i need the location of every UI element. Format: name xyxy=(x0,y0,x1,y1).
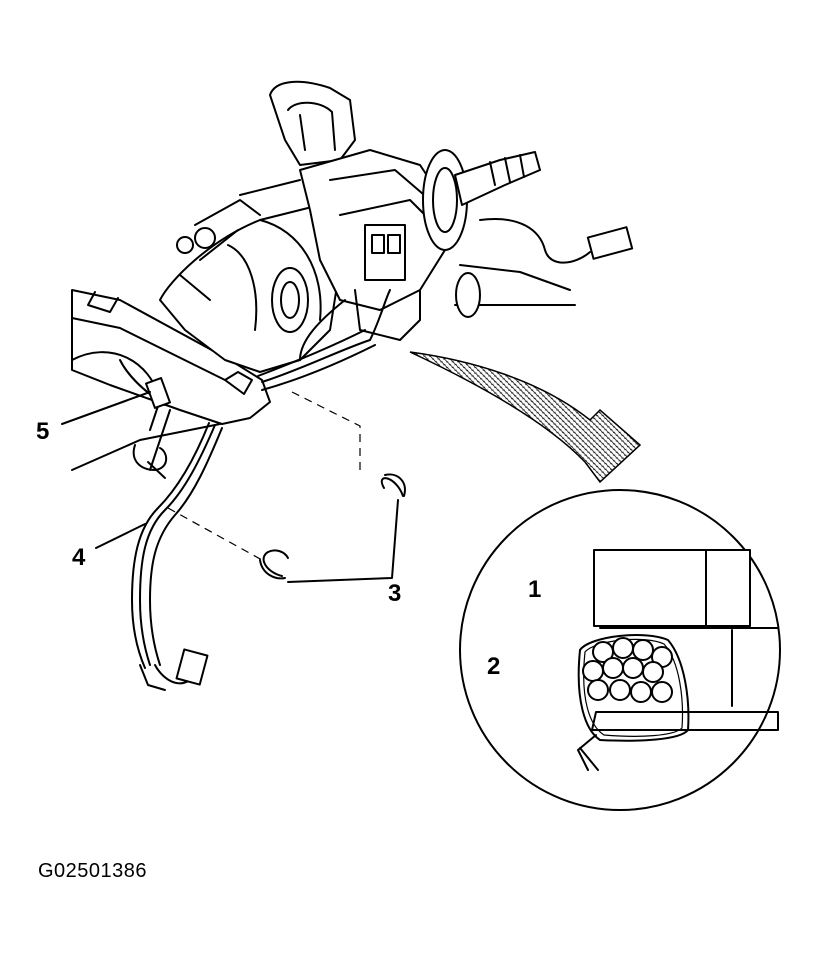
wire-bundle xyxy=(582,637,673,703)
clip-leaders xyxy=(167,391,361,561)
hanging-harness xyxy=(131,422,223,691)
column-harness xyxy=(257,289,391,391)
callout-2: 2 xyxy=(487,653,501,680)
upper-shaft xyxy=(454,151,576,318)
callout-1: 1 xyxy=(528,576,542,603)
callout-4: 4 xyxy=(72,544,86,571)
lower-clamp xyxy=(71,351,171,479)
column-housing xyxy=(159,204,346,373)
support-bracket xyxy=(71,289,271,471)
tilt-head xyxy=(176,80,468,341)
figure-id-caption: G02501386 xyxy=(38,860,148,882)
detail-view xyxy=(459,489,781,811)
upper-connector xyxy=(479,218,634,264)
callout-5: 5 xyxy=(36,418,50,445)
detail-arrow xyxy=(409,351,642,484)
retaining-clips xyxy=(259,473,406,580)
callout-3: 3 xyxy=(388,580,402,607)
